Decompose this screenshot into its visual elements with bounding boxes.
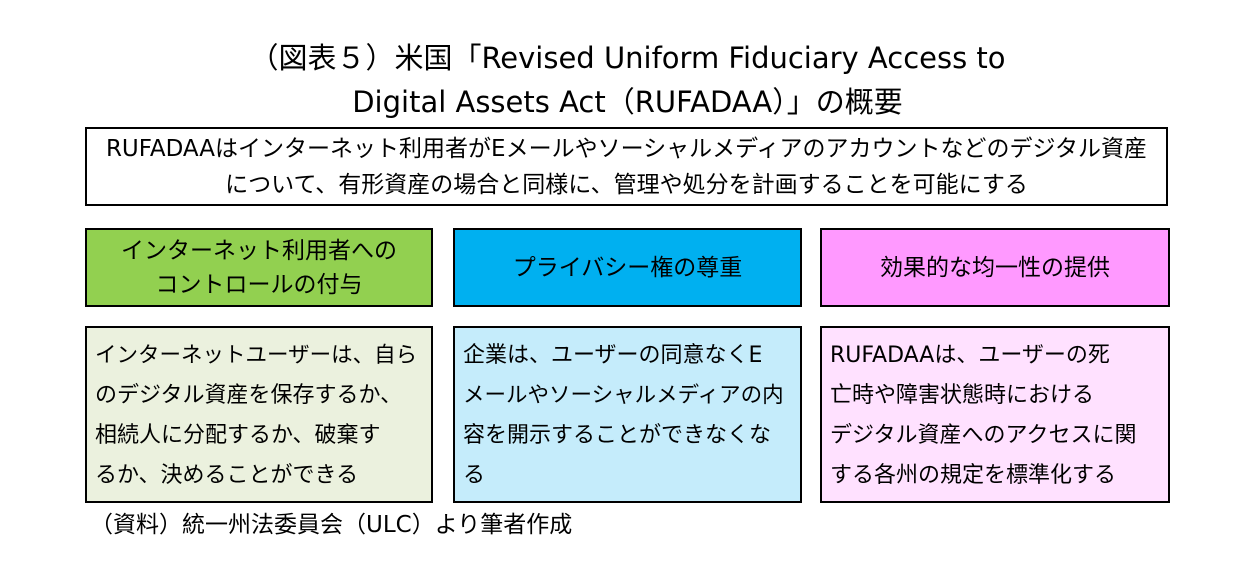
header-box-privacy: プライバシー権の尊重 <box>453 228 802 307</box>
header-line: プライバシー権の尊重 <box>512 254 743 281</box>
summary-line-2: について、有形資産の場合と同様に、管理や処分を計画することを可能にする <box>225 171 1028 198</box>
body-line: 相続人に分配するか、破棄す <box>95 423 381 448</box>
body-box-uniformity: RUFADAAは、ユーザーの死 亡時や障害状態時における デジタル資産へのアクセ… <box>820 326 1170 503</box>
body-box-privacy: 企業は、ユーザーの同意なくE メールやソーシャルメディアの内 容を開示することが… <box>453 326 802 503</box>
body-line: RUFADAAは、ユーザーの死 <box>830 343 1110 368</box>
header-box-user-control: インターネット利用者への コントロールの付与 <box>85 228 433 307</box>
figure-title-line-2: Digital Assets Act（RUFADAA）」の概要 <box>352 85 903 119</box>
body-line: 企業は、ユーザーの同意なくE <box>463 343 763 368</box>
body-line: 容を開示することができなくな <box>463 423 772 448</box>
figure-title-line-1: （図表５）米国「Revised Uniform Fiduciary Access… <box>249 41 1006 75</box>
body-line: 亡時や障害状態時における <box>830 383 1095 408</box>
body-line: する各州の規定を標準化する <box>830 463 1117 488</box>
header-line: コントロールの付与 <box>155 271 363 298</box>
body-line: る <box>463 463 486 488</box>
body-line: メールやソーシャルメディアの内 <box>463 383 784 408</box>
body-box-user-control: インターネットユーザーは、自ら のデジタル資産を保存するか、 相続人に分配するか… <box>85 326 433 503</box>
body-line: るか、決めることができる <box>95 463 359 488</box>
body-line: のデジタル資産を保存するか、 <box>95 383 403 408</box>
summary-line-1: RUFADAAはインターネット利用者がEメールやソーシャルメディアのアカウントな… <box>105 135 1148 162</box>
body-line: デジタル資産へのアクセスに関 <box>830 423 1137 448</box>
body-line: インターネットユーザーは、自ら <box>95 343 418 368</box>
figure-title: （図表５）米国「Revised Uniform Fiduciary Access… <box>0 36 1255 124</box>
source-note: （資料）統一州法委員会（ULC）より筆者作成 <box>90 512 573 538</box>
summary-box: RUFADAAはインターネット利用者がEメールやソーシャルメディアのアカウントな… <box>85 127 1168 206</box>
header-line: 効果的な均一性の提供 <box>880 254 1110 281</box>
header-line: インターネット利用者への <box>121 237 397 264</box>
header-box-uniformity: 効果的な均一性の提供 <box>820 228 1170 307</box>
